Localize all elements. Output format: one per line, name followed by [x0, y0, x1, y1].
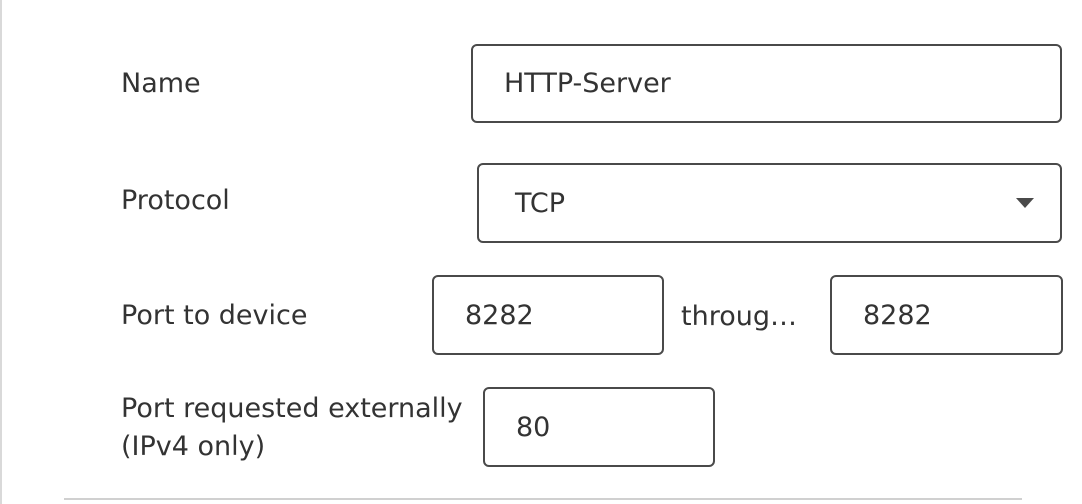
port-from-value: 8282	[465, 299, 534, 331]
bottom-divider	[64, 498, 1022, 500]
port-external-label-line1: Port requested externally	[121, 393, 463, 424]
port-to-device-from-input[interactable]: 8282	[432, 275, 664, 355]
port-external-input[interactable]: 80	[483, 387, 715, 467]
port-to-value: 8282	[863, 299, 932, 331]
port-external-value: 80	[516, 411, 551, 443]
panel-left-border	[0, 0, 2, 504]
port-to-device-label: Port to device	[121, 300, 308, 331]
through-label: throug…	[681, 301, 797, 332]
protocol-label: Protocol	[121, 185, 230, 216]
port-external-label-line2: (IPv4 only)	[121, 431, 266, 462]
name-input-value: HTTP-Server	[504, 68, 671, 99]
port-to-device-to-input[interactable]: 8282	[830, 275, 1063, 355]
chevron-down-icon	[1016, 198, 1034, 208]
name-label: Name	[121, 68, 201, 99]
protocol-select[interactable]: TCP	[477, 163, 1062, 243]
name-input[interactable]: HTTP-Server	[471, 44, 1062, 123]
port-external-label: Port requested externally (IPv4 only)	[121, 390, 471, 466]
protocol-select-value: TCP	[515, 187, 566, 219]
